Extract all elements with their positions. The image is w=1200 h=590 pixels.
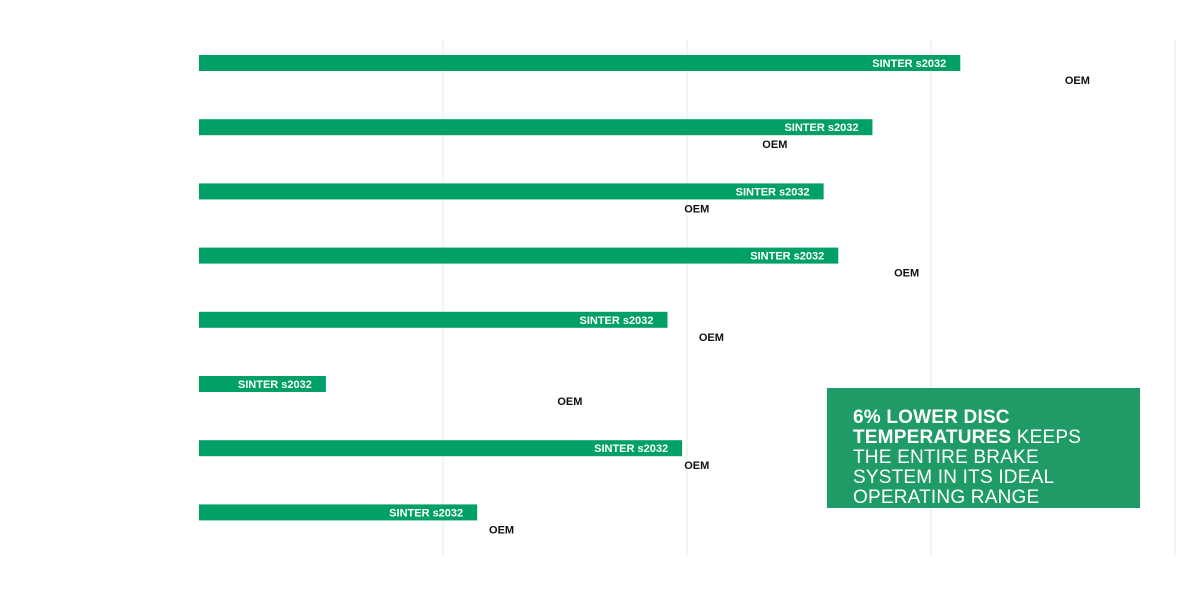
oem-series-label-7: OEM (684, 460, 709, 472)
oem-series-label-8: OEM (489, 524, 514, 536)
sinter-series-label-1: SINTER s2032 (872, 58, 946, 70)
sinter-series-label-2: SINTER s2032 (784, 122, 858, 134)
sinter-bar-8 (199, 504, 478, 521)
callout-panel: 6% LOWER DISC TEMPERATURES KEEPS THE ENT… (827, 388, 1140, 508)
sinter-bar-5 (199, 311, 668, 328)
callout-regular-text: KEEPS THE ENTIRE BRAKE SYSTEM IN ITS IDE… (853, 427, 1082, 508)
sinter-bar-2 (199, 119, 873, 136)
sinter-bar-4 (199, 247, 839, 264)
sinter-bar-1 (199, 55, 961, 71)
oem-series-label-5: OEM (699, 332, 724, 344)
oem-series-label-4: OEM (894, 268, 919, 280)
oem-series-label-6: OEM (557, 396, 582, 408)
oem-series-label-2: OEM (762, 139, 787, 151)
sinter-series-label-6: SINTER s2032 (238, 379, 312, 391)
sinter-bar-7 (199, 440, 683, 457)
oem-series-label-1: OEM (1065, 75, 1090, 87)
sinter-series-label-8: SINTER s2032 (389, 507, 463, 519)
sinter-series-label-7: SINTER s2032 (594, 443, 668, 455)
bar-series (199, 55, 961, 521)
sinter-bar-6 (199, 376, 326, 392)
sinter-series-label-4: SINTER s2032 (750, 251, 824, 263)
oem-series-label-3: OEM (684, 203, 709, 215)
callout-bold-text: 6% LOWER DISC TEMPERATURES (853, 407, 1012, 448)
sinter-series-label-3: SINTER s2032 (736, 186, 810, 198)
sinter-series-label-5: SINTER s2032 (579, 315, 653, 327)
sinter-bar-3 (199, 183, 824, 200)
